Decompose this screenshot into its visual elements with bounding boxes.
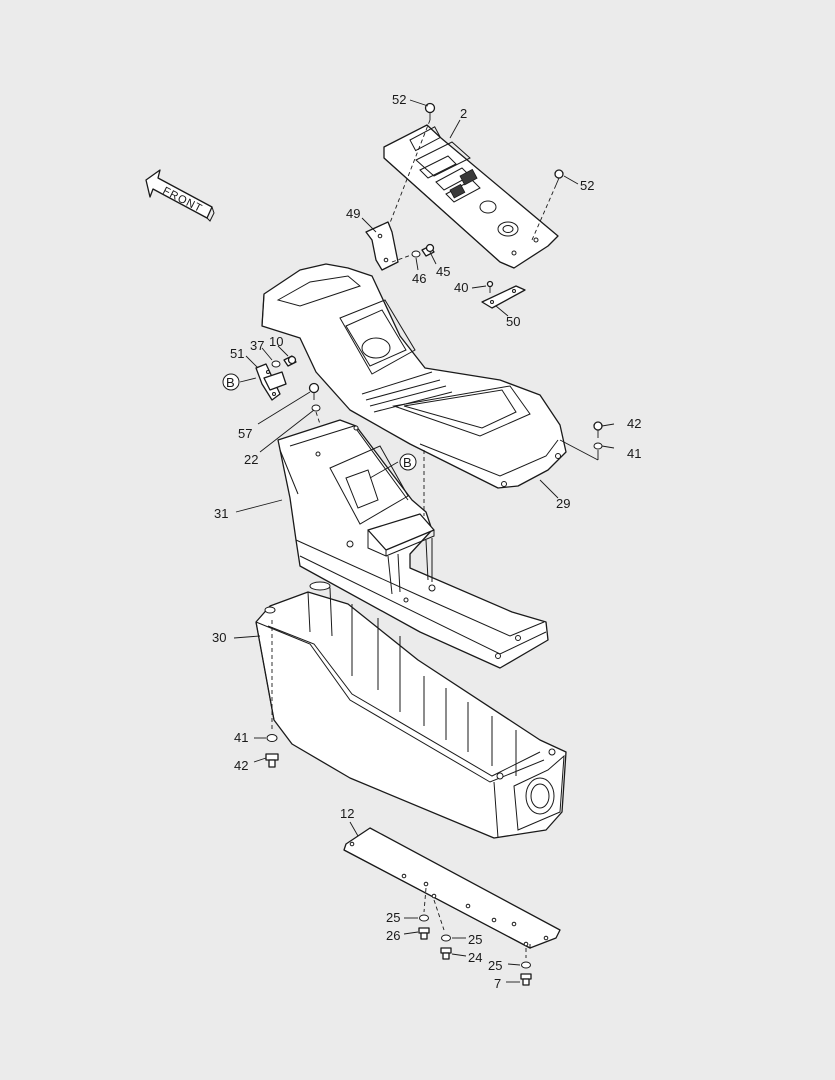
plate-50	[481, 285, 526, 309]
callout-25-b: 25	[468, 932, 482, 947]
washer-46	[411, 250, 421, 258]
washer-22	[311, 404, 321, 412]
callout-22: 22	[244, 452, 258, 467]
screw-40	[486, 280, 494, 293]
callout-31: 31	[214, 506, 228, 521]
switch-panel-cover	[383, 124, 559, 269]
callout-57: 57	[238, 426, 252, 441]
lower-housing-30	[255, 581, 567, 839]
washer-25-b	[441, 934, 451, 942]
callout-24: 24	[468, 950, 482, 965]
bolt-7	[520, 973, 532, 986]
washer-25-a	[419, 914, 429, 922]
callout-10: 10	[269, 334, 283, 349]
callout-50: 50	[506, 314, 520, 329]
console-frame-31	[277, 419, 549, 669]
callout-12: 12	[340, 806, 354, 821]
callout-40: 40	[454, 280, 468, 295]
callout-30: 30	[212, 630, 226, 645]
console-cover-29	[261, 263, 567, 489]
screw-52-right	[554, 169, 564, 186]
washer-25-c	[521, 961, 531, 969]
callout-45: 45	[436, 264, 450, 279]
callout-51: 51	[230, 346, 244, 361]
mounting-plate-12	[343, 827, 561, 949]
bolt-45	[421, 243, 435, 257]
callout-41-right: 41	[627, 446, 641, 461]
callout-7: 7	[494, 976, 501, 991]
reference-marker-b-center: B	[399, 453, 417, 471]
front-direction-arrow: FRONT	[145, 169, 215, 222]
bolt-24	[440, 947, 452, 960]
callout-42-right: 42	[627, 416, 641, 431]
callout-42-left: 42	[234, 758, 248, 773]
callout-52-right: 52	[580, 178, 594, 193]
front-label: FRONT	[161, 185, 205, 215]
reference-marker-b-left-text: B	[226, 375, 235, 390]
callout-52-top: 52	[392, 92, 406, 107]
washer-37	[271, 360, 281, 368]
hinge-51	[255, 363, 287, 401]
washer-41-right	[593, 442, 603, 450]
callout-25-c: 25	[488, 958, 502, 973]
callout-49: 49	[346, 206, 360, 221]
reference-marker-b-center-text: B	[403, 455, 412, 470]
bolt-10	[283, 355, 297, 367]
bolt-26	[418, 927, 430, 940]
callout-25-a: 25	[386, 910, 400, 925]
bolt-42-left	[265, 753, 279, 768]
callout-2: 2	[460, 106, 467, 121]
bolt-57	[308, 382, 320, 400]
washer-41-left	[266, 734, 278, 742]
callout-37: 37	[250, 338, 264, 353]
bracket-49	[365, 221, 399, 271]
callout-41-left: 41	[234, 730, 248, 745]
bolt-42-right	[593, 421, 603, 438]
callout-26: 26	[386, 928, 400, 943]
callout-29: 29	[556, 496, 570, 511]
callout-46: 46	[412, 271, 426, 286]
reference-marker-b-left: B	[222, 373, 240, 391]
